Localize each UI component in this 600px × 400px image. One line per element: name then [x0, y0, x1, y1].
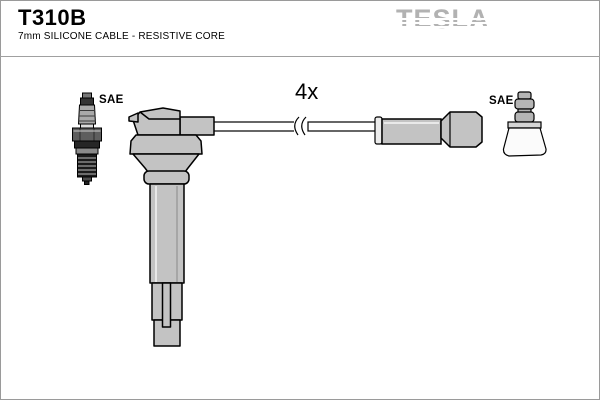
tesla-logo: TESLA: [394, 4, 496, 34]
coil-boot: [128, 107, 215, 347]
cable-terminal: [374, 111, 483, 148]
product-subtitle: 7mm SILICONE CABLE - RESISTIVE CORE: [18, 31, 226, 42]
logo-stripe: [394, 18, 496, 20]
header-divider: [0, 56, 600, 57]
sae-label-right: SAE: [489, 95, 514, 107]
logo-stripe: [394, 22, 496, 24]
quantity-label: 4x: [295, 79, 319, 104]
cable: [211, 116, 377, 136]
ignition-coil-cable-icon: [128, 107, 483, 347]
part-number: T310B: [18, 5, 87, 30]
sae-label-left: SAE: [99, 94, 124, 106]
plug-boot-icon: [502, 91, 547, 157]
spark-plug-icon: [72, 92, 102, 185]
logo-stripe: [394, 26, 496, 28]
